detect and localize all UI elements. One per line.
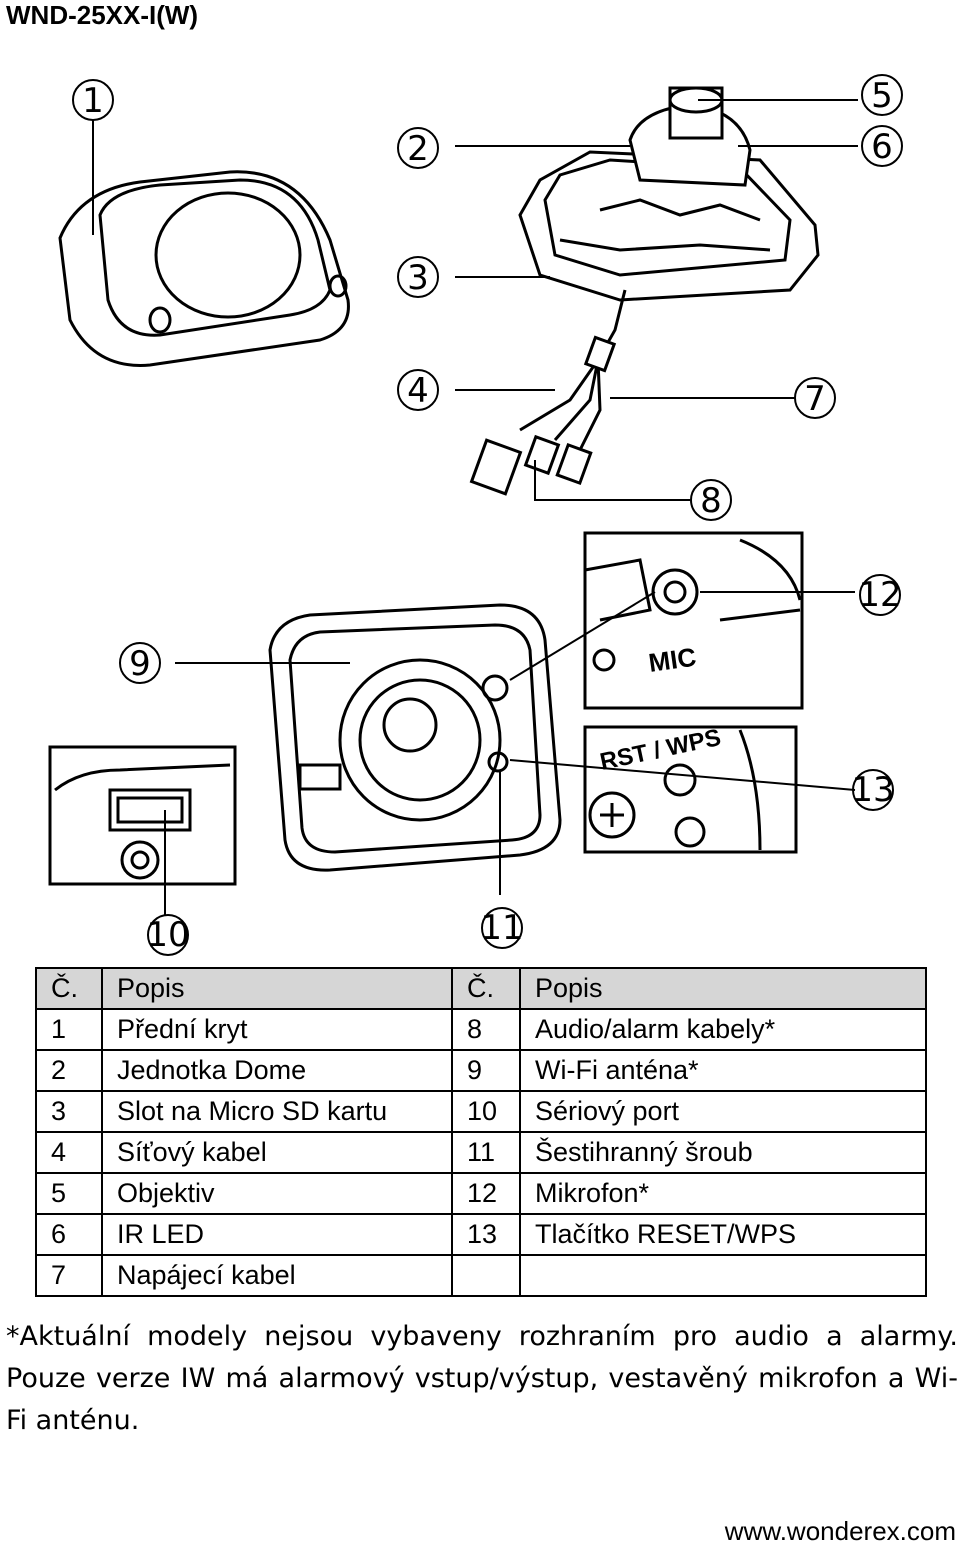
header-description-1: Popis [101,967,453,1010]
serial-port-inset [48,745,237,886]
callout-10 [147,914,189,956]
row-number: 8 [451,1008,521,1051]
header-number-2: Č. [451,967,521,1010]
table-row: 6 IR LED 13 Tlačítko RESET/WPS [35,1213,927,1256]
row-description: Šestihranný šroub [519,1131,927,1174]
mic-label: MIC [647,642,699,678]
row-number: 3 [35,1090,103,1133]
table-header-row: Č. Popis Č. Popis [35,967,927,1010]
reset-inset [583,725,798,854]
callout-4-label: 4 [407,371,429,411]
callout-13 [852,769,894,811]
row-description: Sériový port [519,1090,927,1133]
microphone-inset [583,531,804,710]
callout-11 [481,907,523,949]
row-description: Audio/alarm kabely* [519,1008,927,1051]
cables-illustration [469,289,627,496]
leader-lines [92,99,858,915]
row-description: Slot na Micro SD kartu [101,1090,453,1133]
footnote-line-1: *Aktuální modely nejsou vybaveny rozhran… [6,1321,958,1352]
callout-7-label: 7 [804,379,826,419]
row-number: 6 [35,1213,103,1256]
front-cover-illustration [58,170,350,367]
row-description: IR LED [101,1213,453,1256]
row-description: Síťový kabel [101,1131,453,1174]
callout-5-label: 5 [871,76,893,116]
callout-1-label: 1 [82,81,104,121]
row-number: 5 [35,1172,103,1215]
row-description: Přední kryt [101,1008,453,1051]
callout-12-label: 12 [858,575,901,615]
callout-6-label: 6 [871,127,893,167]
row-number: 12 [451,1172,521,1215]
row-number: 4 [35,1131,103,1174]
callout-8 [690,479,732,521]
row-number: 2 [35,1049,103,1092]
row-description: Jednotka Dome [101,1049,453,1092]
callout-2 [397,127,439,169]
row-number: 13 [451,1213,521,1256]
footer-url: www.wonderex.com [724,1516,956,1546]
callout-9-label: 9 [129,644,151,684]
callout-4 [397,369,439,411]
table-row: 4 Síťový kabel 11 Šestihranný šroub [35,1131,927,1174]
table-row: 2 Jednotka Dome 9 Wi-Fi anténa* [35,1049,927,1092]
row-description: Wi-Fi anténa* [519,1049,927,1092]
footnote: *Aktuální modely nejsou vybaveny rozhran… [6,1316,958,1442]
callout-13-label: 13 [851,770,894,810]
callout-6 [861,125,903,167]
table-row: 5 Objektiv 12 Mikrofon* [35,1172,927,1215]
row-number [451,1254,521,1297]
callout-2-label: 2 [407,129,429,169]
callout-3 [397,256,439,298]
row-description [519,1254,927,1297]
footnote-line-2: Pouze verze IW má alarmový vstup/výstup,… [6,1363,958,1436]
row-description: Tlačítko RESET/WPS [519,1213,927,1256]
row-number: 7 [35,1254,103,1297]
callout-3-label: 3 [407,258,429,298]
callout-7 [794,377,836,419]
parts-table: Č. Popis Č. Popis 1 Přední kryt 8 Audio/… [35,967,927,1297]
callout-8-label: 8 [700,481,722,521]
callout-12 [859,574,901,616]
table-row: 3 Slot na Micro SD kartu 10 Sériový port [35,1090,927,1133]
table-row: 7 Napájecí kabel [35,1254,927,1297]
model-title: WND-25XX-I(W) [6,0,199,30]
row-description: Mikrofon* [519,1172,927,1215]
table-row: 1 Přední kryt 8 Audio/alarm kabely* [35,1008,927,1051]
header-description-2: Popis [519,967,927,1010]
camera-parts-diagram: MIC RST / WPS 1 2 3 4 5 6 7 8 9 10 11 12… [48,74,903,956]
header-number-1: Č. [35,967,103,1010]
row-number: 11 [451,1131,521,1174]
callout-9 [119,642,161,684]
row-number: 10 [451,1090,521,1133]
callout-10-label: 10 [146,915,189,955]
row-description: Napájecí kabel [101,1254,453,1297]
row-number: 1 [35,1008,103,1051]
dome-unit-illustration [518,86,820,302]
row-number: 9 [451,1049,521,1092]
open-camera-illustration [268,603,562,872]
row-description: Objektiv [101,1172,453,1215]
callout-5 [861,74,903,116]
callout-11-label: 11 [480,908,523,948]
callout-1 [72,79,114,121]
